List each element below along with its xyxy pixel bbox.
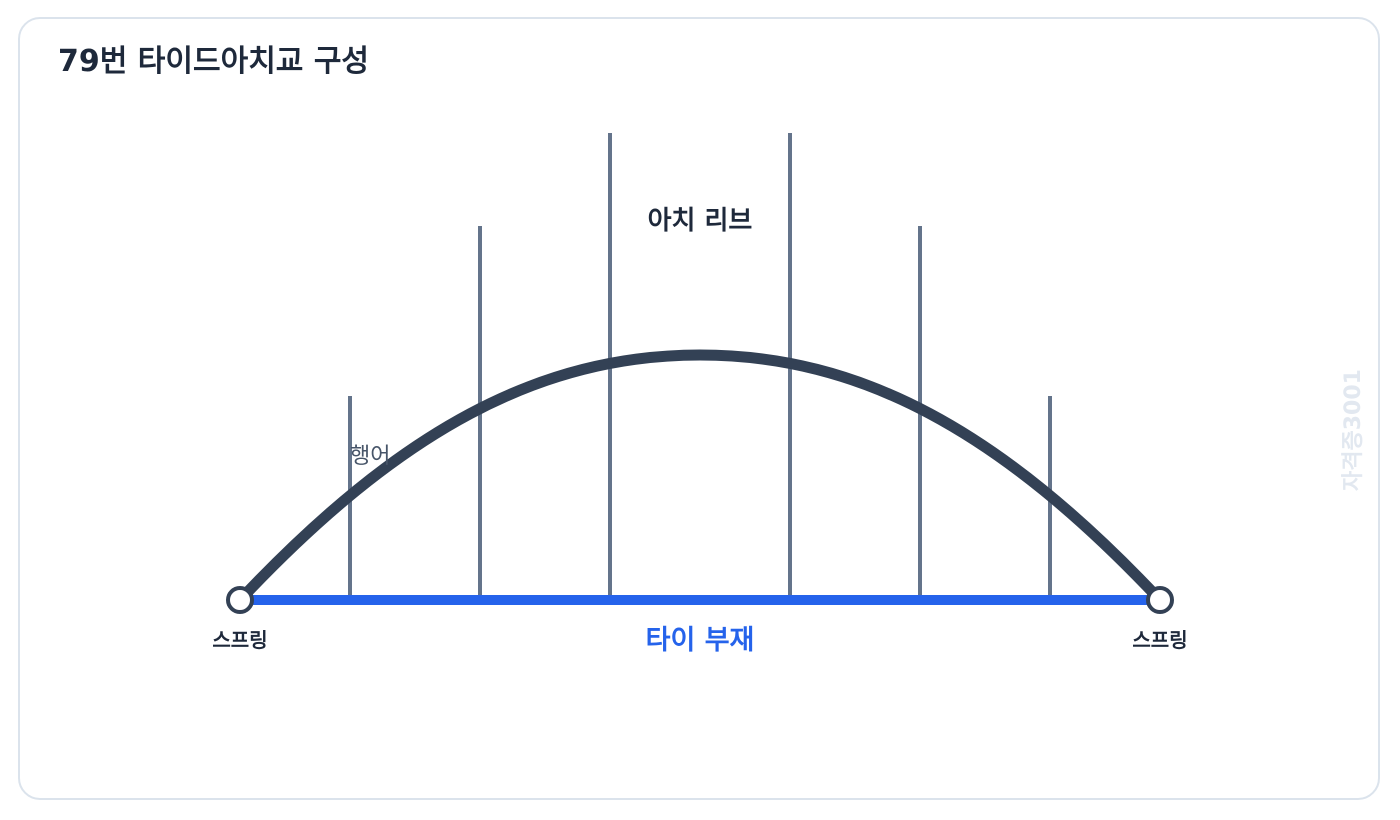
- diagram-card: [18, 17, 1380, 800]
- spring-label-left: 스프링: [212, 628, 267, 652]
- tie-member-label: 타이 부재: [646, 625, 755, 656]
- hanger-label: 행어: [350, 444, 390, 469]
- arch-rib-curve: [234, 349, 1166, 606]
- watermark: 자격증3001: [1341, 369, 1366, 491]
- arch-rib-label: 아치 리브: [648, 206, 753, 236]
- spring-node-right: [1146, 586, 1174, 614]
- spring-label-right: 스프링: [1132, 628, 1187, 652]
- spring-node-left: [226, 586, 254, 614]
- page-title: 79번 타이드아치교 구성: [58, 44, 370, 79]
